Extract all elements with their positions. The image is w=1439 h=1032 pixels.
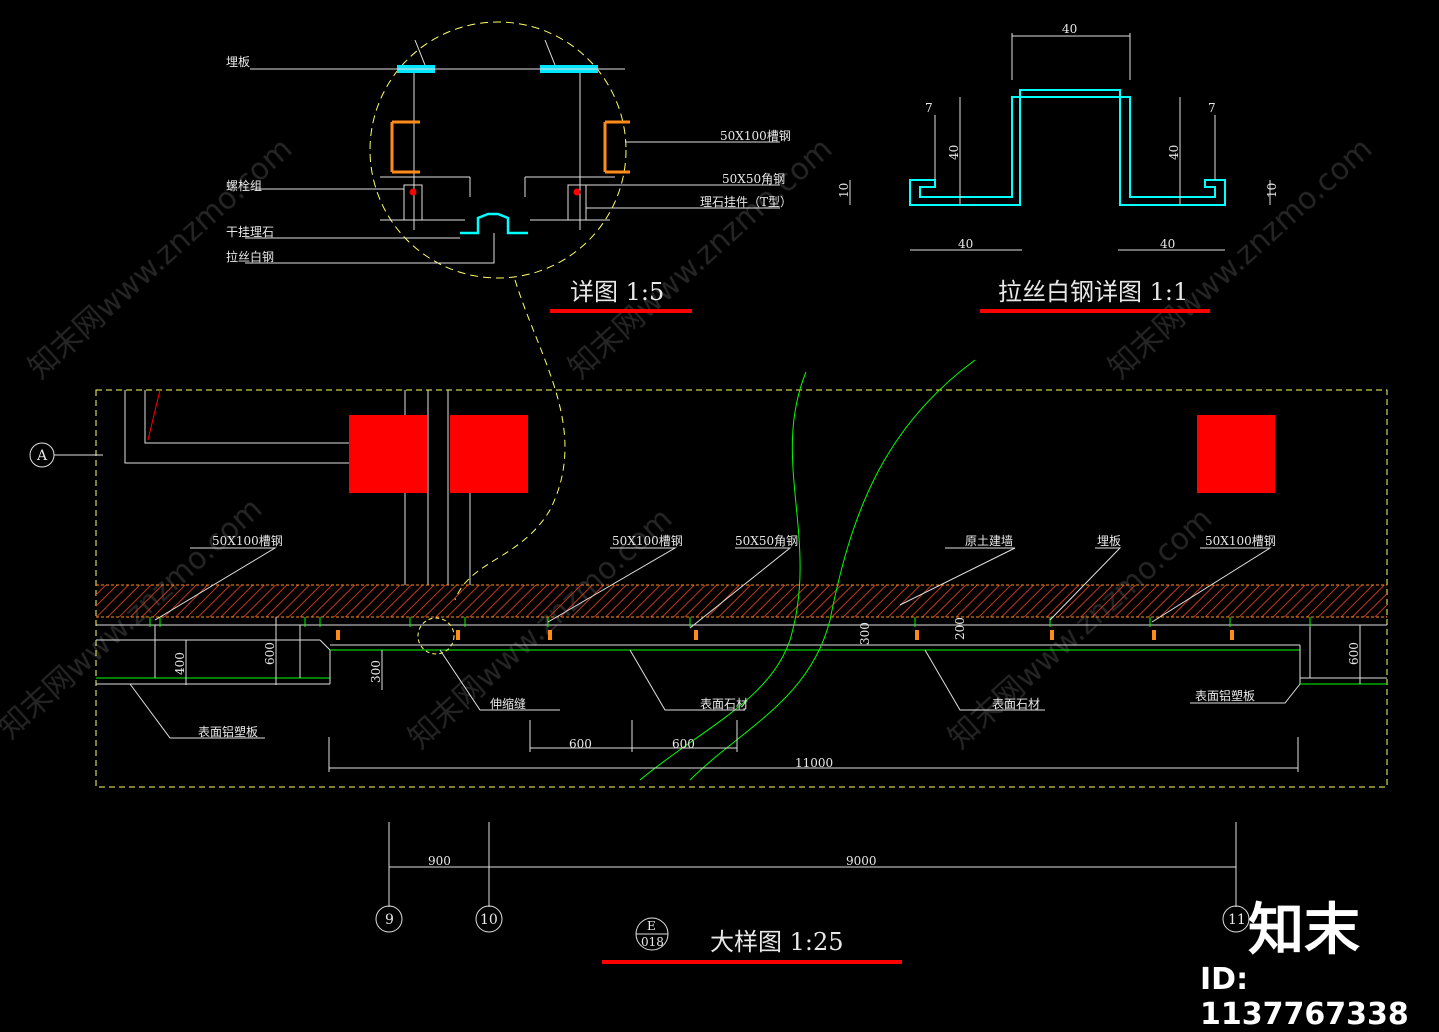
label-al-panel-left: 表面铝塑板	[198, 724, 258, 739]
section-ref-bottom: 018	[641, 935, 664, 949]
dim-left-height: 40	[947, 145, 961, 160]
main-frame	[95, 389, 1388, 788]
dim-bottom-left: 40	[958, 237, 973, 251]
watermark-layer: 知末网www.znzmo.com 知末网www.znzmo.com 知末网www…	[0, 131, 1379, 756]
label-surface-stone-2: 表面石材	[992, 697, 1040, 711]
dim-600-b: 600	[672, 737, 695, 751]
grid-label-10: 10	[480, 912, 498, 928]
label-original-wall: 原土建墙	[965, 534, 1013, 548]
dim-9000: 9000	[846, 854, 877, 868]
detail-view: 埋板 50X100槽钢 螺栓组 50X50角钢 理石挂件（T型） 干挂理石 拉丝…	[226, 21, 792, 313]
wall-hatch	[414, 39, 556, 66]
dim-lip-right: 7	[1208, 101, 1216, 115]
dim-600-left: 600	[263, 642, 277, 665]
axis-a-label: A	[36, 448, 48, 464]
column-red-2	[450, 415, 528, 493]
steel-detail-view: 40 40 40 7 7 10 10 40 40 拉丝白钢详图 1:1	[837, 22, 1279, 313]
dim-bottom-right: 40	[1160, 237, 1175, 251]
label-angle: 50X50角钢	[735, 534, 798, 548]
label-embed-plate: 埋板	[226, 55, 250, 69]
original-wall-hatch	[96, 585, 1387, 617]
watermark-text: 知末网www.znzmo.com	[1102, 131, 1379, 386]
main-view: A	[29, 279, 1388, 964]
detail-callout-curve	[454, 279, 566, 601]
channel-steel-left	[390, 120, 420, 174]
dim-600-a: 600	[569, 737, 592, 751]
label-al-panel-right: 表面铝塑板	[1195, 688, 1255, 703]
label-channel-2: 50X100槽钢	[612, 534, 683, 548]
dim-right-height: 40	[1167, 145, 1181, 160]
dim-lip-left: 7	[925, 101, 933, 115]
dim-900: 900	[428, 854, 451, 868]
dim-300-right: 300	[858, 622, 872, 645]
grid-label-9: 9	[385, 912, 394, 928]
watermark-text: 知末网www.znzmo.com	[0, 491, 269, 746]
anchors	[149, 617, 1311, 627]
image-id: ID: 1137767338	[1200, 962, 1409, 1032]
label-channel-3: 50X100槽钢	[1205, 534, 1276, 548]
label-stone-hanger: 理石挂件（T型）	[700, 195, 792, 209]
steel-profile	[909, 89, 1226, 206]
column-red-3	[1197, 415, 1275, 493]
label-embed-plate-main: 埋板	[1097, 534, 1121, 548]
dim-base-right: 10	[1265, 183, 1279, 198]
main-title: 大样图 1:25	[710, 928, 844, 956]
label-surface-stone-1: 表面石材	[700, 697, 748, 711]
break-line-2	[689, 359, 976, 781]
grid-bubble-11	[1222, 905, 1250, 933]
label-bolt-group: 螺栓组	[226, 178, 262, 193]
label-channel-1: 50X100槽钢	[212, 534, 283, 548]
break-line-1	[639, 371, 807, 781]
label-channel-steel: 50X100槽钢	[720, 129, 791, 143]
dim-base-left: 10	[837, 183, 851, 198]
column-red-1	[349, 415, 427, 493]
dim-top: 40	[1062, 22, 1077, 36]
label-expansion-joint: 伸缩缝	[490, 696, 526, 711]
detail-circle	[369, 21, 627, 279]
grid-bubble-10	[475, 905, 503, 933]
section-ref-top: E	[647, 919, 656, 933]
brand-logo: 知末	[1248, 898, 1360, 963]
grid-label-11: 11	[1228, 912, 1246, 928]
angle-brackets	[336, 630, 1234, 640]
expansion-joint-marker	[417, 617, 455, 655]
dim-400: 400	[173, 652, 187, 675]
dim-11000: 11000	[795, 756, 833, 770]
grid-bubble-9	[375, 905, 403, 933]
label-brushed-steel: 拉丝白钢	[226, 249, 274, 264]
brushed-steel-profile	[460, 212, 528, 235]
dim-600-right: 600	[1347, 642, 1361, 665]
label-dry-hang-stone: 干挂理石	[226, 225, 274, 239]
dim-300-left: 300	[369, 660, 383, 683]
steel-detail-title: 拉丝白钢详图 1:1	[998, 278, 1188, 306]
label-angle-steel: 50X50角钢	[722, 172, 785, 186]
channel-steel-right	[603, 120, 630, 174]
dim-200: 200	[953, 617, 967, 640]
detail-title: 详图 1:5	[570, 278, 664, 306]
